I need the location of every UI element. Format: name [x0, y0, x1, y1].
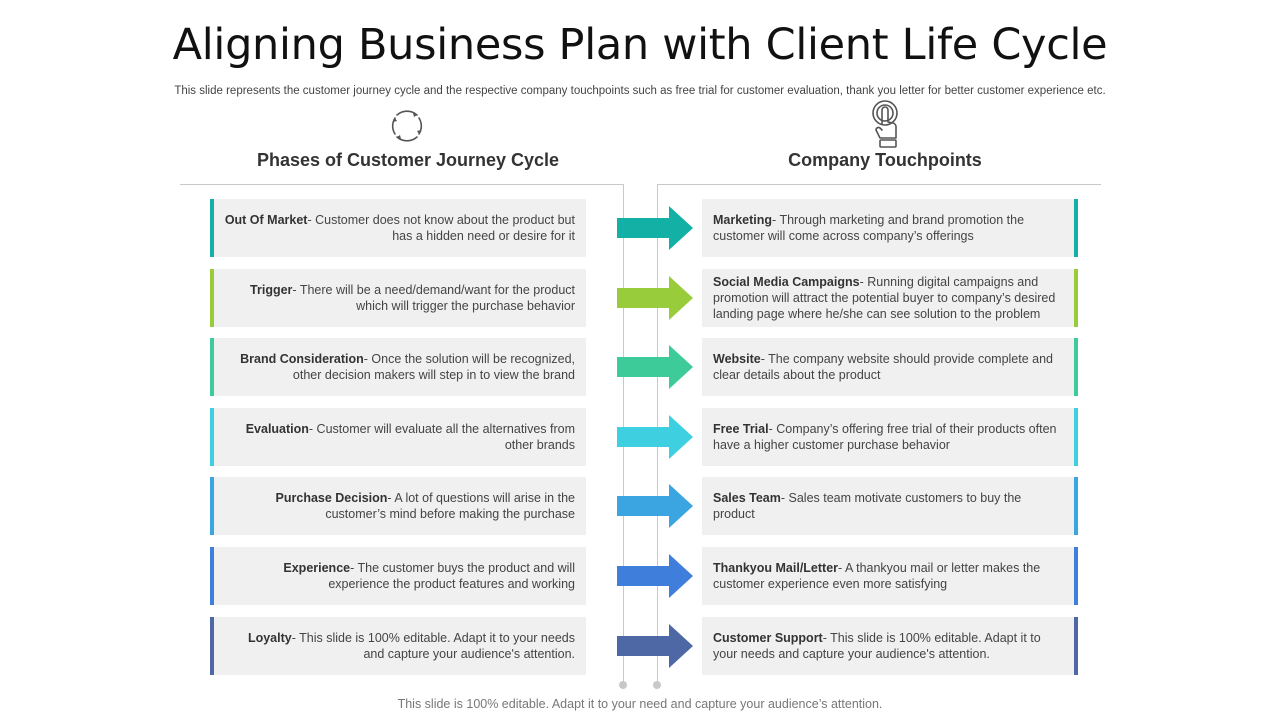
phase-label: Brand Consideration: [240, 352, 364, 366]
phase-label: Out Of Market: [224, 213, 308, 227]
phase-card-out-of-market: Out Of Market- Customer does not know ab…: [210, 199, 586, 257]
touchpoint-card-website: Website- The company website should prov…: [702, 338, 1078, 396]
phase-card-experience: Experience- The customer buys the produc…: [210, 547, 586, 605]
arrow-right-icon: [617, 554, 693, 598]
touchpoint-label: Thankyou Mail/Letter: [713, 561, 839, 575]
touchpoint-description: - This slide is 100% editable. Adapt it …: [713, 631, 1041, 661]
phase-color-bar: [210, 269, 214, 327]
touchpoint-color-bar: [1074, 477, 1078, 535]
phase-card-evaluation: Evaluation- Customer will evaluate all t…: [210, 408, 586, 466]
phase-label: Evaluation: [245, 422, 309, 436]
touchpoint-description: - A thankyou mail or letter makes the cu…: [713, 561, 1041, 591]
timeline-end-dot: [619, 681, 627, 689]
arrow-right-icon: [617, 206, 693, 250]
phase-color-bar: [210, 547, 214, 605]
touch-finger-icon: [872, 100, 898, 148]
touchpoints-heading: Company Touchpoints: [788, 150, 982, 170]
phase-card-trigger: Trigger- There will be a need/demand/wan…: [210, 269, 586, 327]
phase-color-bar: [210, 408, 214, 466]
phase-label: Loyalty: [247, 631, 292, 645]
phase-description: - Customer will evaluate all the alterna…: [308, 422, 575, 452]
arrow-right-icon: [617, 624, 693, 668]
touchpoint-description: - The company website should provide com…: [713, 352, 1054, 382]
phase-color-bar: [210, 199, 214, 257]
touchpoint-description: - Through marketing and brand promotion …: [713, 213, 1025, 243]
phase-description: - This slide is 100% editable. Adapt it …: [291, 631, 575, 661]
arrow-right-icon: [617, 345, 693, 389]
touchpoint-color-bar: [1074, 199, 1078, 257]
touchpoint-label: Website: [713, 352, 761, 366]
touchpoint-card-thankyou-mail: Thankyou Mail/Letter- A thankyou mail or…: [702, 547, 1078, 605]
phase-label: Trigger: [250, 283, 293, 297]
touchpoint-color-bar: [1074, 617, 1078, 675]
touchpoint-card-marketing: Marketing- Through marketing and brand p…: [702, 199, 1078, 257]
touchpoint-label: Marketing: [713, 213, 773, 227]
phase-description: - A lot of questions will arise in the c…: [325, 491, 575, 521]
page-title: Aligning Business Plan with Client Life …: [172, 20, 1108, 70]
arrow-right-icon: [617, 415, 693, 459]
phase-card-purchase-decision: Purchase Decision- A lot of questions wi…: [210, 477, 586, 535]
touchpoint-card-free-trial: Free Trial- Company’s offering free tria…: [702, 408, 1078, 466]
touchpoint-label: Free Trial: [713, 422, 769, 436]
refresh-cycle-icon: [391, 110, 423, 142]
touchpoint-card-customer-support: Customer Support- This slide is 100% edi…: [702, 617, 1078, 675]
left-divider: [180, 184, 624, 185]
touchpoint-color-bar: [1074, 338, 1078, 396]
phase-card-loyalty: Loyalty- This slide is 100% editable. Ad…: [210, 617, 586, 675]
phase-description: - There will be a need/demand/want for t…: [292, 283, 575, 313]
phase-description: - The customer buys the product and will…: [328, 561, 575, 591]
arrow-right-icon: [617, 276, 693, 320]
touchpoint-card-sales-team: Sales Team- Sales team motivate customer…: [702, 477, 1078, 535]
touchpoint-label: Social Media Campaigns: [713, 275, 860, 289]
touchpoint-color-bar: [1074, 547, 1078, 605]
phase-description: - Customer does not know about the produ…: [307, 213, 575, 243]
right-divider: [657, 184, 1101, 185]
touchpoint-description: - Sales team motivate customers to buy t…: [713, 491, 1022, 521]
phase-label: Purchase Decision: [275, 491, 388, 505]
timeline-end-dot: [653, 681, 661, 689]
phases-heading: Phases of Customer Journey Cycle: [256, 150, 560, 170]
phase-color-bar: [210, 617, 214, 675]
touchpoint-description: - Company’s offering free trial of their…: [713, 422, 1057, 452]
footer-note: This slide is 100% editable. Adapt it to…: [397, 697, 883, 711]
arrow-right-icon: [617, 484, 693, 528]
phase-card-brand-consideration: Brand Consideration- Once the solution w…: [210, 338, 586, 396]
touchpoint-description: - Running digital campaigns and promotio…: [713, 275, 1056, 321]
phase-label: Experience: [283, 561, 351, 575]
phase-color-bar: [210, 477, 214, 535]
touchpoint-label: Customer Support: [713, 631, 823, 645]
touchpoint-color-bar: [1074, 408, 1078, 466]
touchpoint-label: Sales Team: [713, 491, 781, 505]
page-subtitle: This slide represents the customer journ…: [174, 85, 1106, 97]
touchpoint-color-bar: [1074, 269, 1078, 327]
phase-color-bar: [210, 338, 214, 396]
touchpoint-card-social-media: Social Media Campaigns- Running digital …: [702, 269, 1078, 327]
phase-description: - Once the solution will be recognized, …: [292, 352, 575, 382]
